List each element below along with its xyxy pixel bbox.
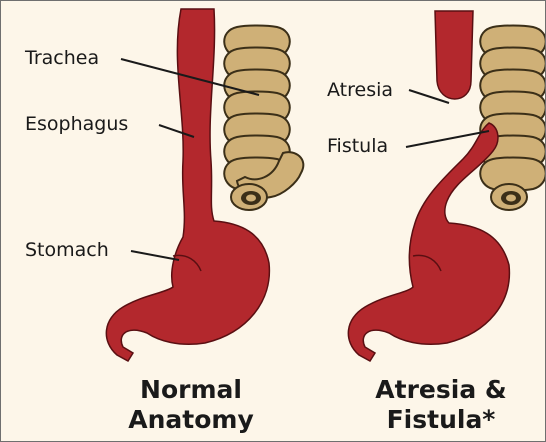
esophagus-label: Esophagus xyxy=(25,115,128,134)
atresia-caption-line1: Atresia & xyxy=(341,375,541,405)
atresia-caption-line2: Fistula* xyxy=(341,405,541,435)
atresia-label: Atresia xyxy=(327,81,393,100)
stomach-label: Stomach xyxy=(25,241,109,260)
normal-caption-line2: Anatomy xyxy=(91,405,291,435)
fistula-label: Fistula xyxy=(327,137,388,156)
atresia-trachea xyxy=(480,26,545,211)
trachea-label: Trachea xyxy=(25,49,99,68)
normal-anatomy-caption: Normal Anatomy xyxy=(91,375,291,435)
normal-caption-line1: Normal xyxy=(91,375,291,405)
normal-trachea xyxy=(224,26,303,211)
fistula-lower-esophagus xyxy=(348,123,509,361)
stomach-leader xyxy=(131,251,179,260)
atresia-upper-pouch xyxy=(435,11,473,99)
atresia-fistula-caption: Atresia & Fistula* xyxy=(341,375,541,435)
